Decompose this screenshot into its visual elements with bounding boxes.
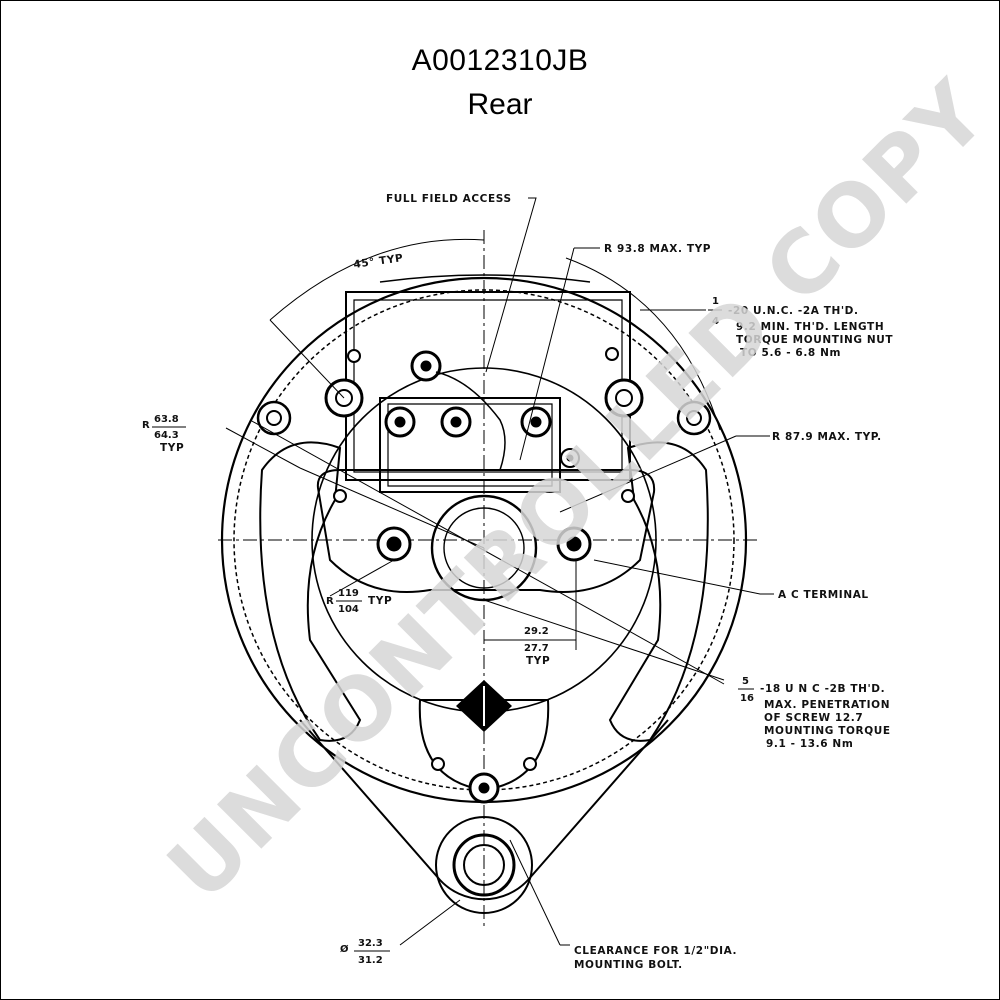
dim-suffix: TYP <box>526 655 550 667</box>
uncontrolled-copy-watermark: UNCONTROLLED COPY <box>149 62 1000 920</box>
r-center-prefix: R <box>326 596 334 607</box>
screw-line5: 9.1 - 13.6 Nm <box>766 738 853 750</box>
screw-line4: MOUNTING TORQUE <box>764 725 891 737</box>
clearance-line2: MOUNTING BOLT. <box>574 959 683 971</box>
r-left-suffix: TYP <box>160 442 184 454</box>
thread-quarter-numerator: 1 <box>712 296 719 307</box>
screw-line1: -18 U N C -2B TH'D. <box>760 683 885 695</box>
r-left-prefix: R <box>142 420 150 431</box>
clearance-line1: CLEARANCE FOR 1/2"DIA. <box>574 945 737 957</box>
leader-lines <box>225 197 774 946</box>
r-center-denominator: 104 <box>338 604 359 615</box>
angle-typ-label: 45° TYP <box>353 252 404 271</box>
thread-quarter-denominator: 4 <box>712 316 719 327</box>
view-subtitle: Rear <box>467 88 533 121</box>
center-plate <box>316 469 656 602</box>
r938-label: R 93.8 MAX. TYP <box>604 243 711 255</box>
dim-denominator: 27.7 <box>524 643 549 654</box>
diamond-logo-icon <box>456 680 512 732</box>
thread-quarter-line3: TORQUE MOUNTING NUT <box>736 334 893 346</box>
dim-numerator: 29.2 <box>524 626 549 637</box>
r-left-numerator: 63.8 <box>154 414 179 425</box>
part-number-title: A0012310JB <box>411 44 589 77</box>
thread-quarter-line1: -20 U.N.C. -2A TH'D. <box>728 305 859 317</box>
screw-denominator: 16 <box>740 693 754 704</box>
r-center-suffix: TYP <box>368 595 392 607</box>
dia-denominator: 31.2 <box>358 955 383 966</box>
ac-terminal-label: A C TERMINAL <box>778 589 869 601</box>
thread-quarter-line4: TO 5.6 - 6.8 Nm <box>740 347 841 359</box>
r-left-denominator: 64.3 <box>154 430 179 441</box>
screw-line3: OF SCREW 12.7 <box>764 712 863 724</box>
r-center-numerator: 119 <box>338 588 359 599</box>
screw-line2: MAX. PENETRATION <box>764 699 890 711</box>
center-lines <box>218 230 760 930</box>
screw-numerator: 5 <box>742 676 749 687</box>
dia-numerator: 32.3 <box>358 938 383 949</box>
dia-prefix: Ø <box>340 943 349 955</box>
thread-quarter-line2: 9.2 MIN. TH'D. LENGTH <box>736 321 884 333</box>
r879-label: R 87.9 MAX. TYP. <box>772 431 882 443</box>
terminal-studs <box>256 347 712 804</box>
full-field-access-label: FULL FIELD ACCESS <box>386 193 512 205</box>
